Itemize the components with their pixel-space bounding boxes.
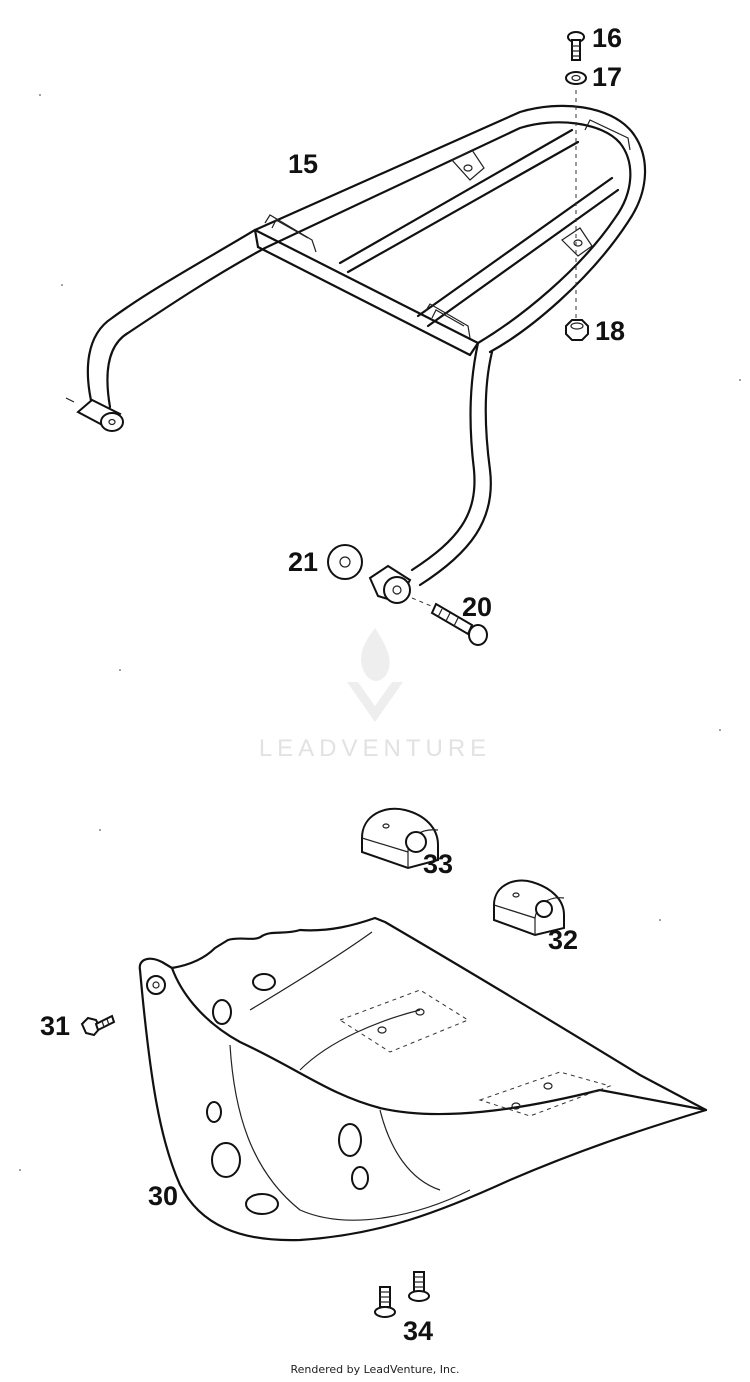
bolt-20 (411, 597, 488, 646)
callout-34: 34 (403, 1316, 434, 1346)
screw-31 (80, 1014, 116, 1037)
clamp-33 (361, 807, 439, 870)
callout-15: 15 (288, 149, 319, 179)
callout-32: 32 (548, 925, 579, 955)
scan-specks (19, 94, 741, 1171)
callout-31: 31 (40, 1011, 71, 1041)
footer-credit: Rendered by LeadVenture, Inc. (290, 1363, 460, 1376)
washer-21 (327, 544, 363, 580)
callout-30: 30 (148, 1181, 179, 1211)
bolt-16 (567, 31, 585, 61)
bushing-right (368, 564, 412, 604)
washer-17 (565, 71, 587, 85)
nut-18 (565, 319, 589, 341)
callout-18: 18 (595, 316, 626, 346)
clamp-32 (493, 879, 565, 937)
callout-33: 33 (423, 849, 454, 879)
callout-16: 16 (592, 23, 623, 53)
screws-34 (374, 1271, 430, 1318)
callout-21: 21 (288, 547, 319, 577)
callout-17: 17 (592, 62, 623, 92)
watermark-logo (347, 628, 403, 722)
rear-rack (65, 104, 647, 587)
callout-20: 20 (462, 592, 493, 622)
watermark-text: LEADVENTURE (258, 735, 492, 762)
skid-plate (138, 916, 708, 1242)
